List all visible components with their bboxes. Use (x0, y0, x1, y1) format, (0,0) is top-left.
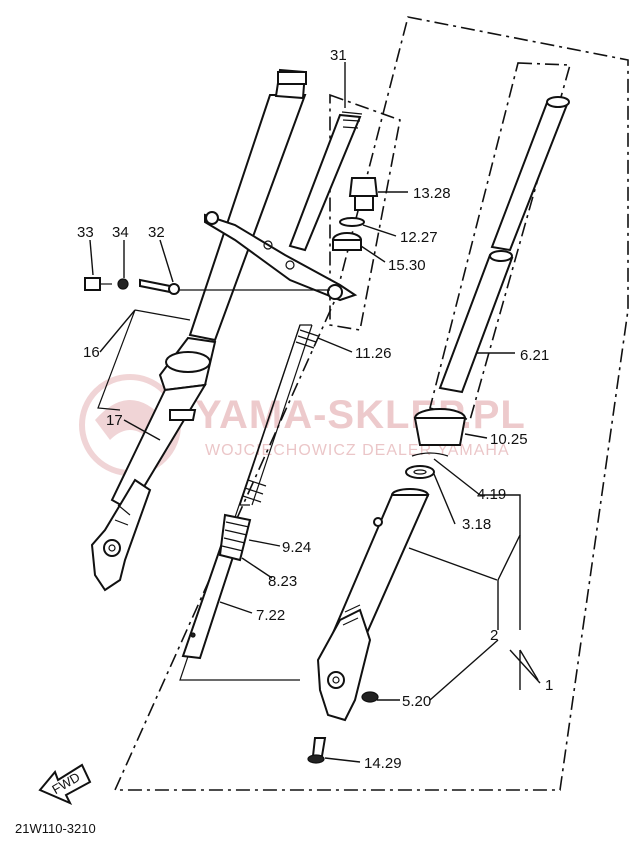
label-5: 5.20 (402, 693, 431, 710)
bracket-16-17 (97, 309, 191, 411)
label-16: 16 (83, 344, 100, 361)
assembled-fork (90, 68, 363, 592)
leader-lines (89, 62, 541, 763)
bushing (413, 408, 467, 446)
label-12: 12.27 (400, 229, 438, 246)
inner-tube (438, 96, 570, 394)
label-32: 32 (148, 224, 165, 241)
label-10: 10.25 (490, 431, 528, 448)
label-6: 6.21 (520, 347, 549, 364)
clip-and-washer (405, 452, 449, 479)
watermark-sub: WOJCIECHOWICZ DEALER YAMAHA (205, 442, 510, 459)
damper-rod (181, 513, 252, 660)
label-11: 11.26 (355, 345, 391, 362)
washer-5 (361, 691, 379, 703)
label-13: 13.28 (413, 185, 451, 202)
cap-parts (332, 177, 379, 251)
fwd-arrow-icon: FWD (38, 763, 92, 806)
drain-bolt (307, 737, 327, 764)
label-4: 4.19 (477, 486, 506, 503)
label-2: 2 (490, 627, 498, 644)
label-1: 1 (545, 677, 553, 694)
small-hardware-left (84, 277, 180, 295)
label-33: 33 (77, 224, 94, 241)
label-31: 31 (330, 47, 347, 64)
diagram-code: 21W110-3210 (15, 821, 96, 836)
label-3: 3.18 (462, 516, 491, 533)
outer-tube (316, 488, 430, 722)
assembly-boundary (113, 16, 629, 791)
label-17: 17 (106, 412, 123, 429)
label-9: 9.24 (282, 539, 311, 556)
label-7: 7.22 (256, 607, 285, 624)
label-8: 8.23 (268, 573, 297, 590)
label-34: 34 (112, 224, 129, 241)
callout-labels: 31 13.28 12.27 15.30 11.26 6.21 10.25 4.… (77, 47, 553, 772)
fork-spring (239, 324, 319, 506)
watermark-brand: YAMA-SKLEP.PL (195, 393, 526, 437)
label-14: 14.29 (364, 755, 402, 772)
inner-tube-boundary (429, 62, 572, 422)
watermark: YAMA-SKLEP.PL WOJCIECHOWICZ DEALER YAMAH… (79, 374, 526, 476)
label-15: 15.30 (388, 257, 426, 274)
